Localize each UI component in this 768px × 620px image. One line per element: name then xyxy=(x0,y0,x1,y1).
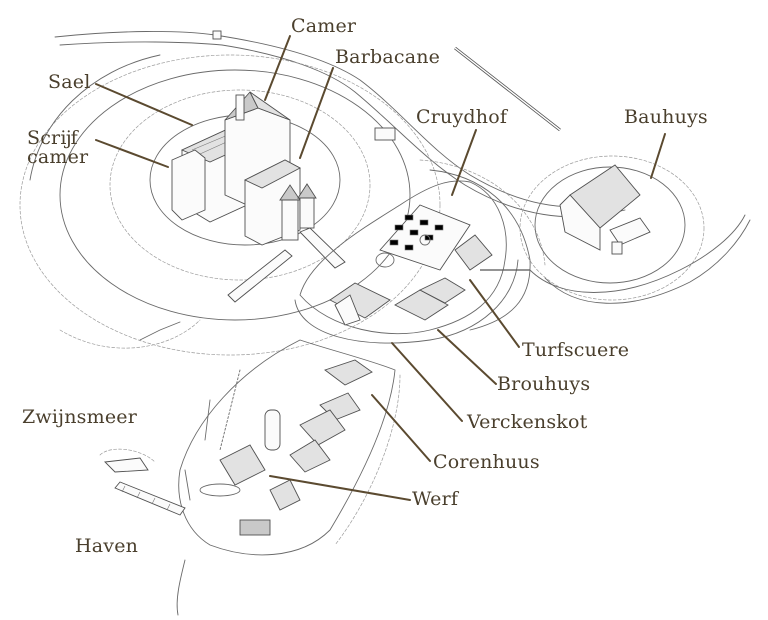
label-brouhuys: Brouhuys xyxy=(497,373,591,395)
outer-bailey xyxy=(178,339,401,556)
middle-bailey xyxy=(294,127,546,344)
leader-lines xyxy=(95,35,666,501)
leader-sael xyxy=(95,83,193,126)
label-camer-2: camer xyxy=(27,146,89,168)
leader-camer xyxy=(264,35,291,101)
leader-cruydhof xyxy=(451,129,477,196)
label-zwijnsmeer: Zwijnsmeer xyxy=(22,406,138,428)
label-barbacane: Barbacane xyxy=(335,46,441,68)
label-scrijf: Scrĳf xyxy=(27,127,78,149)
leader-scrijf-camer xyxy=(95,139,169,168)
label-turfscuere: Turfscuere xyxy=(522,339,630,361)
label-camer: Camer xyxy=(291,15,357,37)
label-werf: Werf xyxy=(412,488,459,510)
castle xyxy=(171,91,346,303)
label-sael: Sael xyxy=(48,71,91,93)
gatehouse-icon xyxy=(374,127,396,141)
leader-werf xyxy=(269,475,411,501)
road-top xyxy=(54,30,626,218)
leader-turfscuere xyxy=(469,279,520,348)
label-cruydhof: Cruydhof xyxy=(416,106,508,128)
leader-corenhuus xyxy=(371,394,431,462)
leader-verckenskot xyxy=(391,342,463,422)
label-haven: Haven xyxy=(75,535,139,557)
scale-bar xyxy=(454,46,561,132)
road-gate-icon xyxy=(212,30,222,40)
label-verckenskot: Verckenskot xyxy=(467,411,588,433)
harbor xyxy=(99,399,211,616)
leader-bauhuys xyxy=(650,133,666,179)
label-bauhuys: Bauhuys xyxy=(624,106,708,128)
leader-brouhuys xyxy=(437,329,497,385)
leader-barbacane xyxy=(299,67,334,159)
bauhuys-mound xyxy=(519,155,751,304)
label-corenhuus: Corenhuus xyxy=(433,451,540,473)
